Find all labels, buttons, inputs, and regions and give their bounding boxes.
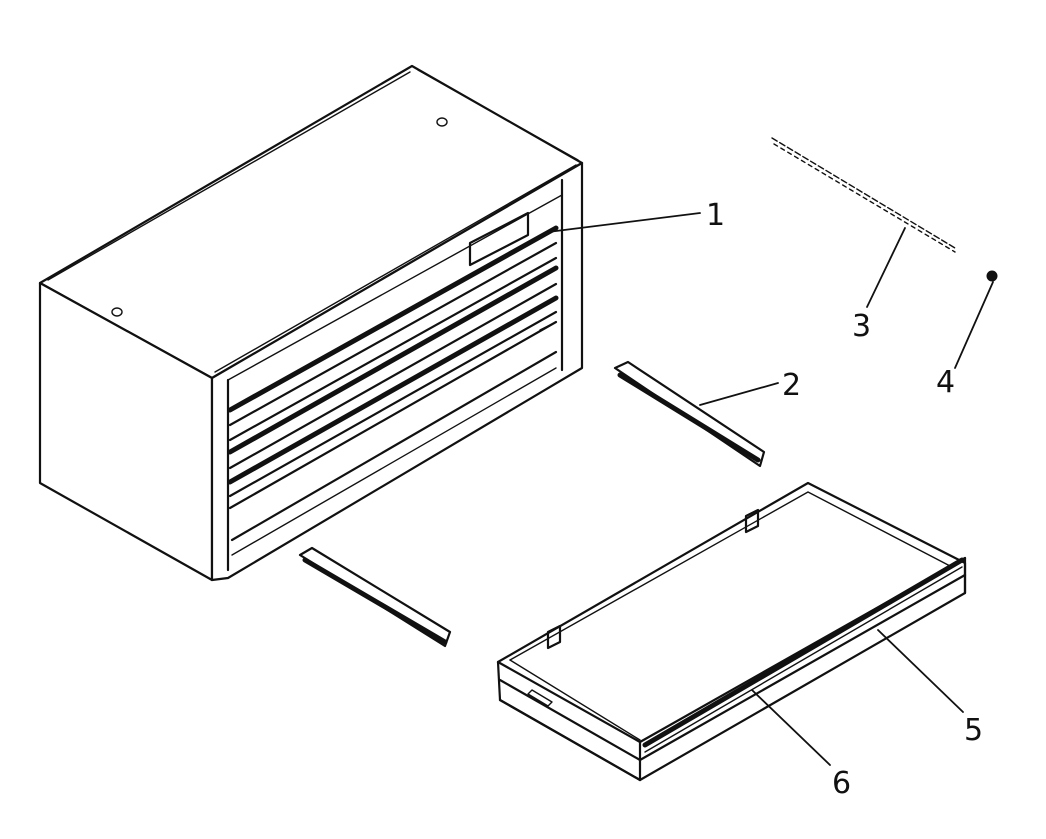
callout-6: 6 (832, 766, 851, 801)
callout-4: 4 (936, 365, 955, 400)
callout-2: 2 (782, 368, 801, 403)
drawer (496, 481, 967, 782)
callout-5: 5 (964, 713, 983, 748)
drawer-slide-right (613, 360, 766, 468)
tool-chest (38, 64, 584, 582)
drawer-slide-left (298, 546, 452, 648)
screw (986, 270, 998, 282)
callout-1: 1 (706, 198, 725, 233)
callouts: 1 2 3 4 5 6 (706, 198, 983, 801)
drawer-front-trim (642, 557, 965, 753)
callout-3: 3 (852, 309, 871, 344)
drawer-liner-strip (771, 137, 956, 253)
leader-lines (547, 212, 994, 766)
